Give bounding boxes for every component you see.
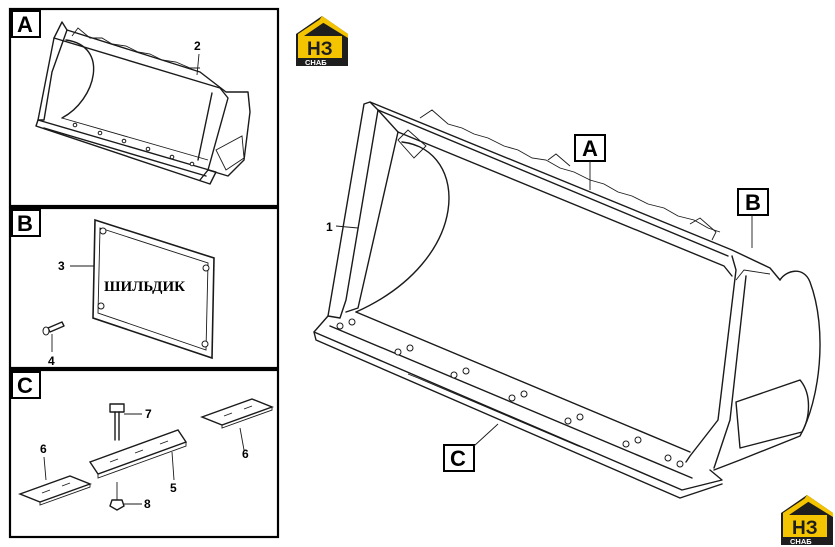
panel-a-tag-box (11, 10, 41, 38)
callout-6-left: 6 (40, 442, 47, 456)
svg-text:A: A (582, 136, 598, 161)
rivet-drawing (42, 321, 65, 336)
wear-strips-drawing (18, 398, 274, 511)
svg-text:B: B (745, 190, 761, 215)
panel-a: A 2 (8, 7, 280, 208)
logo-bottom-text-2: СНАБ (790, 537, 812, 546)
callout-6-right: 6 (242, 447, 249, 461)
callout-1: 1 (326, 220, 333, 234)
callout-5: 5 (170, 481, 177, 495)
callout-4: 4 (48, 354, 55, 368)
bucket-small-drawing (35, 21, 251, 185)
panel-b-tag: B (17, 211, 33, 236)
callout-3: 3 (58, 259, 65, 273)
bucket-main-drawing (313, 101, 821, 499)
nameplate-text: ШИЛЬДИК (104, 279, 185, 295)
callout-7: 7 (145, 407, 152, 421)
panel-c-tag: C (17, 373, 33, 398)
brand-logo-top: НЗ СНАБ (296, 16, 348, 67)
main-tag-b: B (737, 188, 769, 248)
logo-bottom-text: СНАБ (305, 58, 327, 67)
logo-top-text: НЗ (307, 39, 333, 60)
panel-c: C 7 6 (8, 368, 280, 539)
panel-b: B ШИЛЬДИК 3 4 (8, 206, 280, 370)
brand-logo-bottom: НЗ СНАБ (781, 495, 833, 546)
main-tag-c: C (443, 423, 499, 472)
panel-c-tag-box (11, 371, 41, 399)
panel-a-tag: A (17, 12, 33, 37)
callout-2: 2 (194, 39, 201, 53)
main-tag-a: A (574, 134, 606, 190)
callout-8: 8 (144, 497, 151, 511)
svg-text:C: C (450, 446, 466, 471)
logo-top-text-2: НЗ (792, 518, 818, 539)
panel-b-tag-box (11, 209, 41, 237)
nameplate-drawing: ШИЛЬДИК (92, 218, 215, 360)
